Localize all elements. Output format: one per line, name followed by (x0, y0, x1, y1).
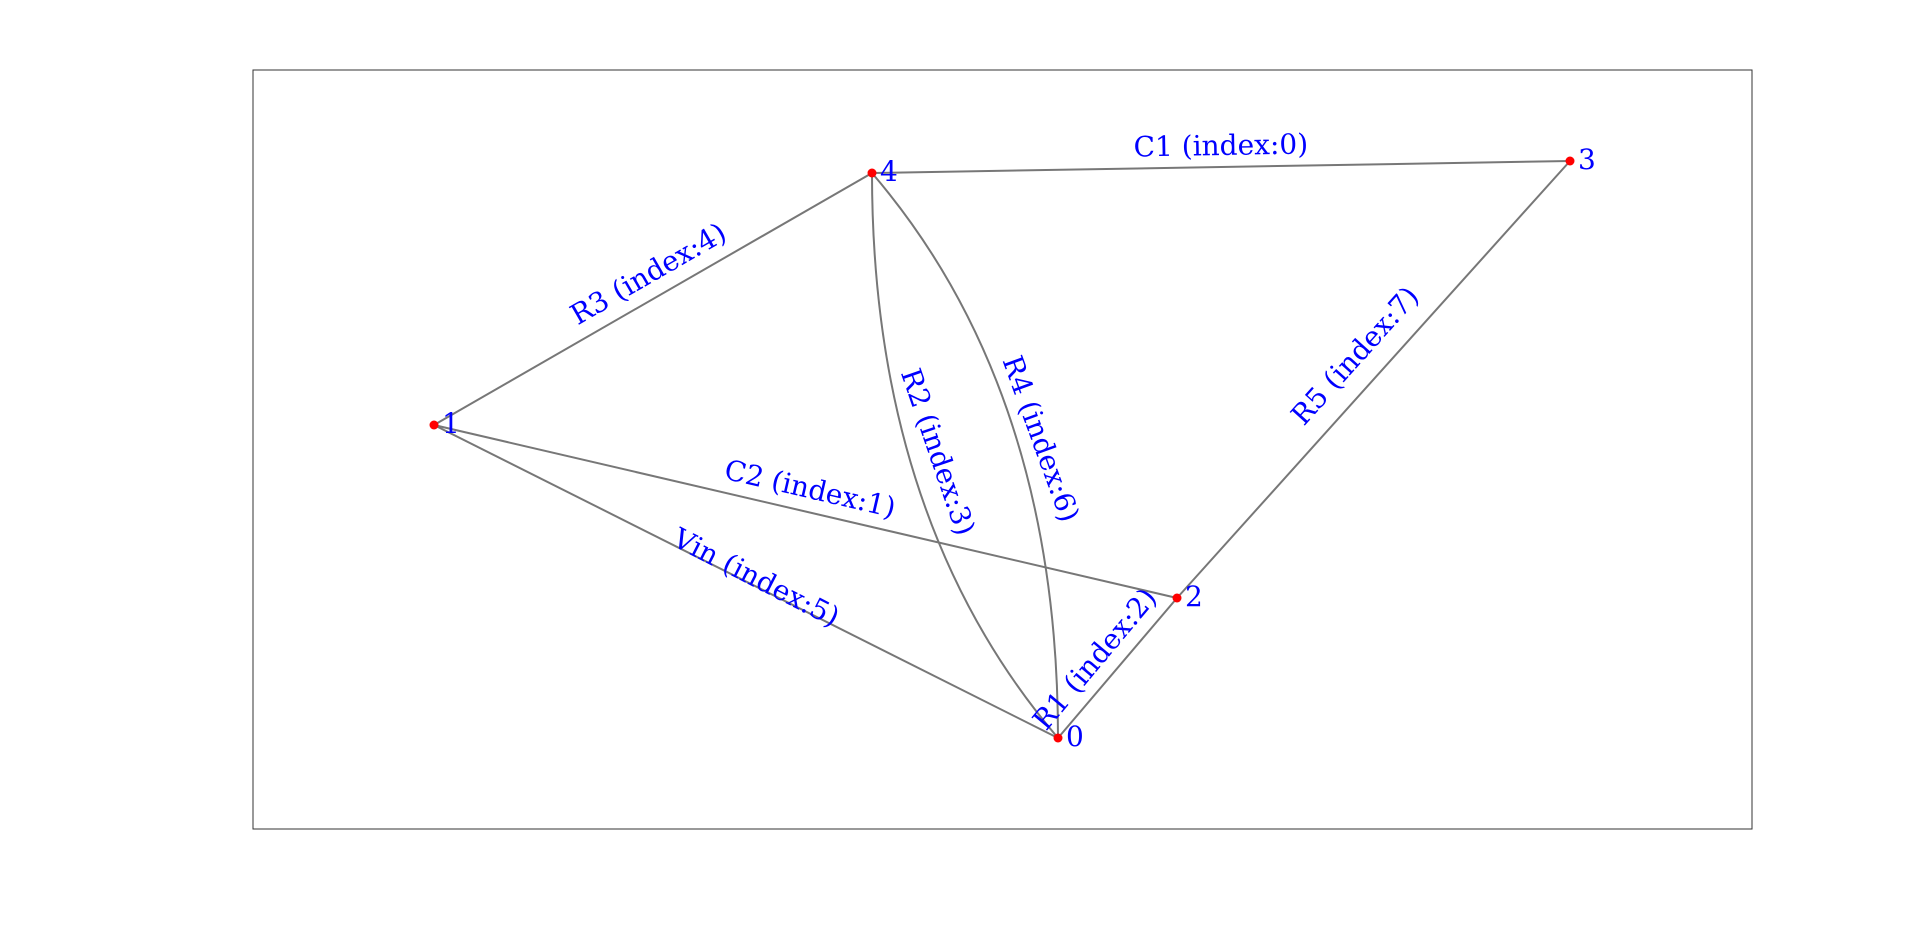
node-3-dot (1565, 156, 1575, 166)
edge-r4 (871, 172, 1059, 739)
edge-r2 (871, 172, 1059, 739)
edge-label-r3: R3 (index:4) (565, 216, 732, 332)
node-0-label: 0 (1066, 720, 1084, 753)
edge-r3 (433, 172, 873, 426)
nodes-layer: 0 1 2 3 4 (429, 143, 1596, 753)
edge-label-r5: R5 (index:7) (1284, 280, 1425, 432)
edge-c2 (433, 424, 1178, 599)
node-1-label: 1 (442, 407, 460, 440)
edge-r1 (1057, 597, 1178, 739)
plot-frame (252, 69, 1753, 830)
node-0-dot (1053, 733, 1063, 743)
edge-label-r4: R4 (index:6) (996, 351, 1087, 526)
edge-label-c1: C1 (index:0) (1133, 127, 1308, 163)
node-4-label: 4 (880, 155, 898, 188)
node-2-dot (1172, 593, 1182, 603)
edge-label-c2: C2 (index:1) (721, 453, 898, 524)
edges-layer (433, 160, 1571, 739)
edge-c1 (871, 160, 1571, 174)
node-1-dot (429, 420, 439, 430)
node-3-label: 3 (1578, 143, 1596, 176)
node-4-dot (867, 168, 877, 178)
node-2-label: 2 (1185, 580, 1203, 613)
edge-labels-layer: C1 (index:0) C2 (index:1) R1 (index:2) R… (565, 127, 1426, 736)
edge-label-vin: Vin (index:5) (667, 521, 845, 633)
edge-vin (433, 424, 1059, 739)
edge-label-r1: R1 (index:2) (1026, 582, 1163, 737)
edge-r5 (1176, 160, 1571, 599)
